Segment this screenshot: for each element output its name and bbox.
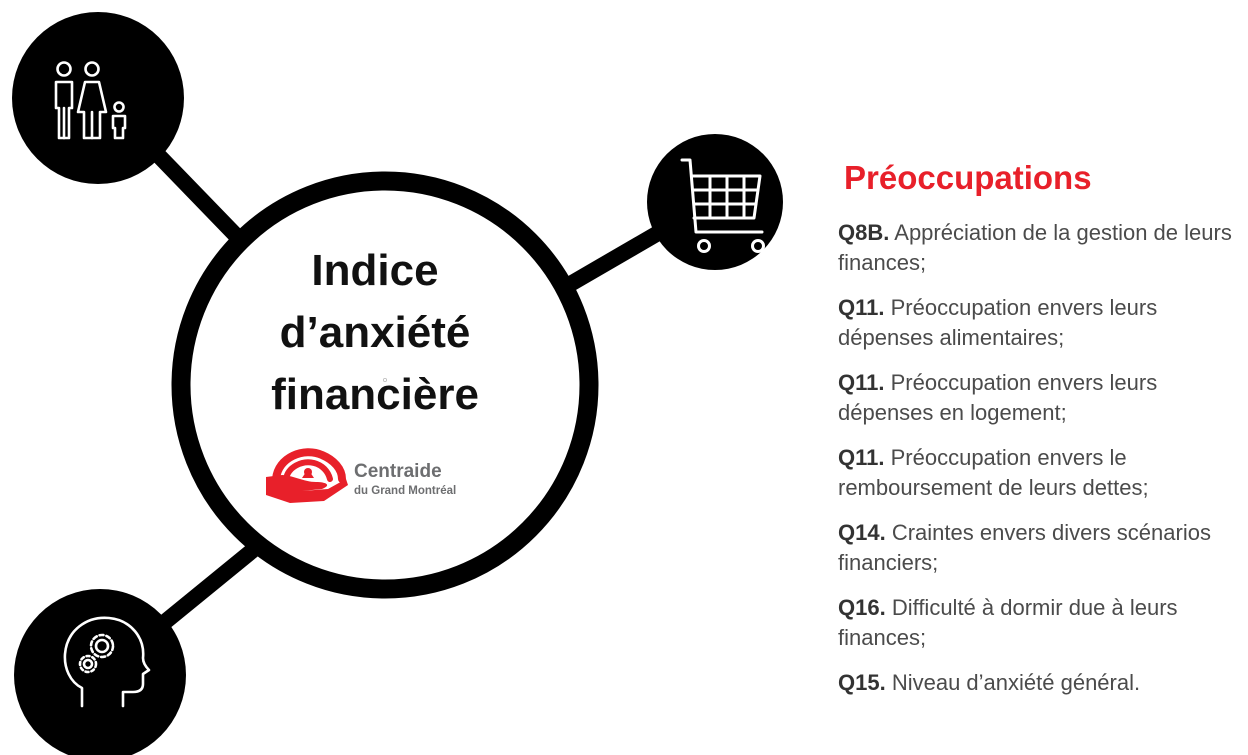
center-title-line-3: financière (271, 370, 479, 419)
center-dot (382, 377, 387, 382)
question-text: Niveau d’anxiété général. (891, 670, 1141, 695)
center-title-line-1: Indice (311, 246, 439, 295)
list-item: Q11. Préoccupation envers le rembourseme… (838, 443, 1243, 503)
list-item: Q11. Préoccupation envers leurs dépenses… (838, 293, 1243, 353)
question-code: Q11. (838, 445, 885, 470)
head-gears-icon (63, 616, 151, 708)
question-code: Q11. (838, 370, 885, 395)
centraide-logo: Centraide du Grand Montréal (262, 445, 502, 505)
list-item: Q16. Difficulté à dormir due à leurs fin… (838, 593, 1243, 653)
question-text: Préoccupation envers le remboursement de… (838, 445, 1149, 500)
list-item: Q11. Préoccupation envers leurs dépenses… (838, 368, 1243, 428)
preoccupations-panel: Préoccupations Q8B. Appréciation de la g… (838, 158, 1243, 713)
question-code: Q11. (838, 295, 885, 320)
question-text: Appréciation de la gestion de leurs fina… (838, 220, 1232, 275)
panel-heading: Préoccupations (844, 159, 1092, 196)
cart-node (647, 134, 783, 270)
family-node (12, 12, 184, 184)
center-title: Indice d’anxiété financière (230, 240, 520, 426)
question-code: Q15. (838, 670, 886, 695)
logo-name: Centraide (354, 461, 442, 482)
shopping-cart-icon (680, 158, 765, 253)
center-title-line-2: d’anxiété (279, 308, 471, 357)
question-list: Q8B. Appréciation de la gestion de leurs… (838, 218, 1243, 698)
logo-subtitle: du Grand Montréal (354, 485, 457, 497)
question-code: Q16. (838, 595, 886, 620)
list-item: Q8B. Appréciation de la gestion de leurs… (838, 218, 1243, 278)
question-text: Préoccupation envers leurs dépenses en l… (838, 370, 1158, 425)
list-item: Q15. Niveau d’anxiété général. (838, 668, 1243, 698)
head-node (14, 589, 186, 755)
question-text: Craintes envers divers scénarios financi… (838, 520, 1211, 575)
family-icon (54, 61, 127, 140)
centraide-hand-emblem-icon (266, 448, 348, 503)
question-text: Difficulté à dormir due à leurs finances… (838, 595, 1178, 650)
question-code: Q8B. (838, 220, 890, 245)
question-code: Q14. (838, 520, 886, 545)
list-item: Q14. Craintes envers divers scénarios fi… (838, 518, 1243, 578)
question-text: Préoccupation envers leurs dépenses alim… (838, 295, 1158, 350)
